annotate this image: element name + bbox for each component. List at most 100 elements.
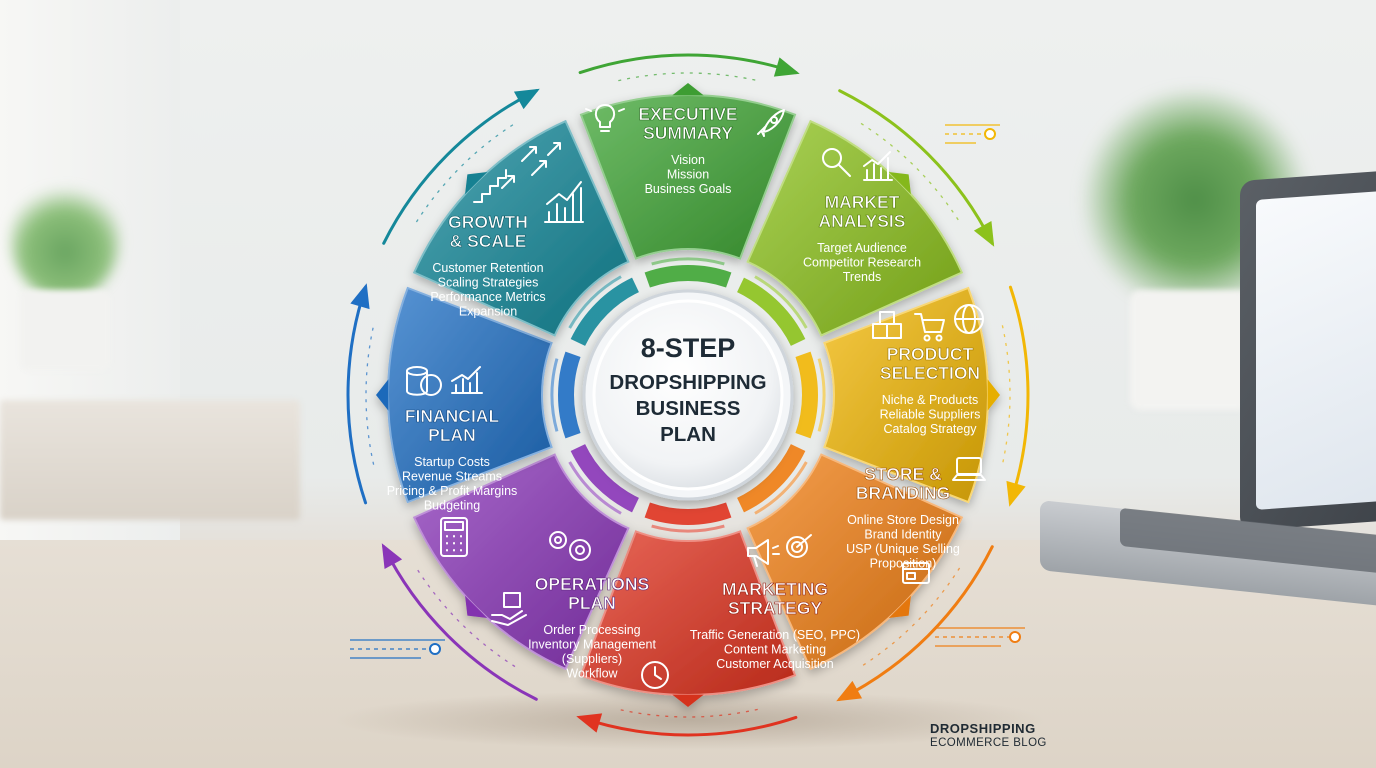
- segment-notch: [888, 595, 911, 618]
- background-shelf: [0, 400, 300, 520]
- step-segment-6: [412, 453, 630, 671]
- step-segment-5: [579, 530, 797, 707]
- laptop-icon: [952, 457, 986, 481]
- step-segment-shape: [823, 286, 989, 504]
- target-icon: [786, 534, 812, 558]
- inner-ring-highlight: [754, 275, 808, 329]
- step-item: Trends: [843, 270, 881, 284]
- cycle-arrowhead: [973, 220, 995, 247]
- step-item: Brand Identity: [864, 528, 942, 542]
- bar-chart-icon: [863, 151, 893, 181]
- cycle-dotted-arc: [860, 567, 961, 668]
- step-title-line: & SCALE: [450, 231, 527, 251]
- step-item: Scaling Strategies: [438, 276, 539, 290]
- step-item: Catalog Strategy: [883, 422, 977, 436]
- step-title: STORE &BRANDING: [856, 464, 950, 503]
- cycle-arrowhead: [576, 713, 603, 733]
- step-item: Expansion: [459, 305, 517, 319]
- center-title-line: DROPSHIPPING: [609, 371, 766, 394]
- inner-ring-arc: [558, 351, 581, 439]
- cycle-dotted-arc: [618, 72, 758, 82]
- cycle-arrowhead: [381, 543, 403, 570]
- step-title: GROWTH& SCALE: [448, 212, 528, 251]
- step-item: Mission: [667, 168, 709, 182]
- cycle-arc: [838, 89, 994, 245]
- step-item: Customer Retention: [432, 261, 543, 275]
- step-item: Online Store Design: [847, 513, 959, 527]
- connector-node: [984, 128, 996, 140]
- step-title-line: STORE &: [864, 464, 942, 484]
- step-segment-shape: [579, 94, 797, 260]
- segment-notch: [987, 379, 1000, 411]
- step-item: Workflow: [566, 667, 618, 681]
- step-title-line: FINANCIAL: [405, 406, 500, 426]
- inner-progress-ring: [550, 257, 826, 533]
- rocket-icon: [757, 109, 785, 137]
- segment-notch: [465, 172, 488, 195]
- step-segment-4: [746, 453, 964, 671]
- step-title-line: OPERATIONS: [535, 574, 649, 594]
- megaphone-icon: [747, 539, 780, 567]
- cycle-arc: [578, 715, 798, 737]
- step-segment-shape: [412, 119, 630, 337]
- cart-icon: [914, 313, 945, 342]
- step-title-line: EXECUTIVE: [638, 104, 737, 124]
- connector-node: [1009, 631, 1021, 643]
- step-segment-1: [579, 83, 797, 260]
- step-segment-7: [376, 286, 553, 504]
- bar-chart-icon: [544, 181, 584, 223]
- cycle-arrowhead: [350, 283, 370, 310]
- brand-line-1: DROPSHIPPING: [930, 721, 1036, 736]
- background-pot-right: [1130, 290, 1250, 410]
- cycle-dotted-arc: [860, 122, 961, 223]
- cycle-dotted-arc: [365, 325, 375, 465]
- inner-ring-highlight: [651, 257, 725, 266]
- browser-icon: [902, 562, 930, 584]
- cycle-arrowhead: [836, 680, 863, 702]
- step-item: Revenue Streams: [402, 470, 502, 484]
- cycle-arrowhead: [773, 57, 800, 77]
- step-item: Reliable Suppliers: [880, 408, 981, 422]
- center-title-line: BUSINESS: [636, 397, 741, 420]
- step-title-line: MARKET: [825, 192, 900, 212]
- inner-ring-highlight: [550, 358, 559, 432]
- step-segment-3: [823, 286, 1000, 504]
- outer-cycle-ring: [346, 53, 1030, 737]
- step-title-line: PLAN: [428, 425, 476, 445]
- step-segment-shape: [579, 530, 797, 696]
- step-segments: [376, 83, 1000, 707]
- inner-ring-arc: [644, 502, 732, 525]
- decorative-connector-lines: [350, 124, 1025, 659]
- step-item: Budgeting: [424, 499, 480, 513]
- step-icons: [406, 104, 986, 689]
- step-segment-shape: [746, 119, 964, 337]
- growth-arrows-icon: [521, 142, 561, 176]
- globe-icon: [954, 304, 984, 334]
- step-item: Competitor Research: [803, 256, 921, 270]
- step-segment-8: [412, 119, 630, 337]
- step-item: USP (Unique Selling: [846, 542, 960, 556]
- cycle-arc: [838, 545, 994, 701]
- inner-ring-arc: [795, 351, 818, 439]
- cycle-arc: [1008, 285, 1030, 505]
- inner-ring-arc: [644, 265, 732, 288]
- step-title-line: SUMMARY: [643, 123, 733, 143]
- gears-icon: [549, 531, 591, 561]
- cycle-dotted-arc: [415, 122, 516, 223]
- step-item: Pricing & Profit Margins: [387, 484, 518, 498]
- segment-notch: [672, 694, 704, 707]
